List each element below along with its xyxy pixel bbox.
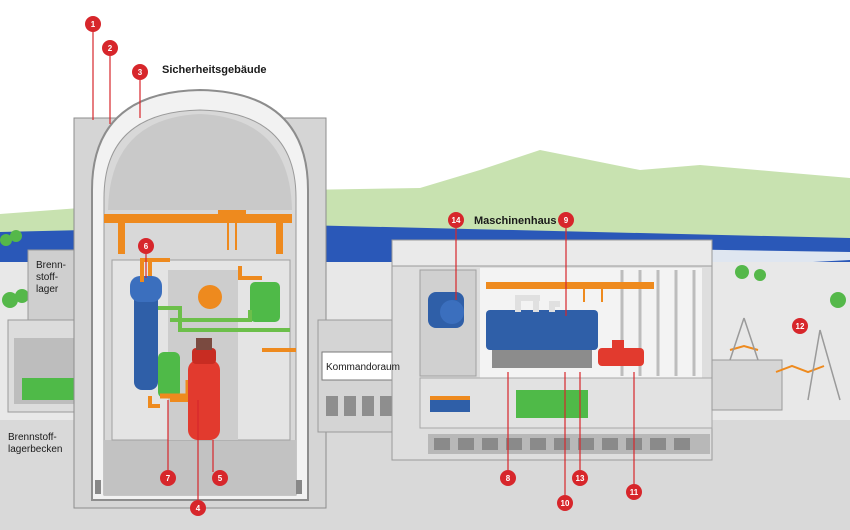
label-brennstofflagerbecken-line-1: Brennstoff-: [8, 432, 57, 443]
label-sicherheitsgebaeude: Sicherheitsgebäude: [162, 64, 267, 76]
turbine-steam-pipes: [515, 295, 560, 312]
containment-floor: [104, 440, 296, 495]
marker-3: 3: [132, 64, 148, 80]
marker-5: 5: [212, 470, 228, 486]
steam-generator: [134, 282, 158, 390]
marker-8: 8: [500, 470, 516, 486]
orange-tank: [198, 285, 222, 309]
turbine-hall-crane: [486, 282, 654, 289]
crane-hook: [227, 223, 237, 250]
svg-text:7: 7: [166, 474, 171, 483]
svg-text:3: 3: [138, 68, 143, 77]
marker-6: 6: [138, 238, 154, 254]
pump-left-top: [430, 396, 470, 400]
svg-text:12: 12: [796, 322, 805, 331]
svg-text:10: 10: [561, 499, 570, 508]
svg-text:1: 1: [91, 20, 96, 29]
svg-text:2: 2: [108, 44, 113, 53]
label-brennstofflager-line-2: stoff-: [36, 272, 58, 283]
marker-2: 2: [102, 40, 118, 56]
fuel-pool-water: [22, 378, 78, 400]
svg-text:8: 8: [506, 474, 511, 483]
label-kommandoraum: Kommandoraum: [326, 362, 400, 373]
polar-crane-right-leg: [276, 222, 283, 254]
reactor-head: [192, 348, 216, 364]
turbine-casing: [492, 350, 592, 368]
orange-pipe-loop: [140, 258, 296, 408]
svg-text:9: 9: [564, 216, 569, 225]
svg-text:5: 5: [218, 474, 223, 483]
pump-left: [430, 398, 470, 412]
svg-text:13: 13: [576, 474, 585, 483]
marker-9: 9: [558, 212, 574, 228]
marker-12: 12: [792, 318, 808, 334]
feedwater-tank-end: [440, 300, 464, 324]
marker-11: 11: [626, 484, 642, 500]
trees-right: [735, 265, 846, 308]
marker-4: 4: [190, 500, 206, 516]
svg-text:14: 14: [452, 216, 461, 225]
trees-left: [0, 230, 29, 308]
svg-text:4: 4: [196, 504, 201, 513]
marker-10: 10: [557, 495, 573, 511]
control-rod-drives: [196, 338, 212, 350]
turbine-crane-hooks: [583, 289, 603, 302]
label-brennstofflager-line-3: lager: [36, 284, 59, 295]
green-pipe-loop: [158, 306, 290, 332]
condenser: [516, 390, 588, 418]
label-brennstofflager-line-1: Brenn-: [36, 260, 66, 271]
foundation-openings: [434, 438, 690, 450]
marker-14: 14: [448, 212, 464, 228]
polar-crane-left-leg: [118, 222, 125, 254]
steam-generator-top: [130, 276, 162, 302]
dome-shading: [108, 114, 292, 210]
switchyard: [729, 344, 825, 374]
main-coolant-pump: [158, 352, 180, 398]
pylon: [729, 317, 841, 401]
marker-7: 7: [160, 470, 176, 486]
reactor-pressure-vessel: [188, 360, 220, 440]
generator: [598, 348, 644, 366]
turbine-hall-roof: [391, 239, 713, 267]
label-brennstofflagerbecken: Brennstoff- lagerbecken: [8, 432, 62, 455]
transformer-building: [711, 359, 783, 411]
marker-1: 1: [85, 16, 101, 32]
leader-lines: [92, 32, 635, 500]
right-green-equipment: [250, 282, 280, 322]
label-maschinenhaus: Maschinenhaus: [474, 215, 557, 227]
turbine-block: [486, 310, 598, 350]
crane-trolley: [218, 210, 246, 216]
containment-door-right: [296, 480, 302, 494]
label-brennstofflager: Brenn- stoff- lager: [36, 260, 69, 295]
exciter: [612, 340, 624, 350]
label-brennstofflagerbecken-line-2: lagerbecken: [8, 444, 62, 455]
polar-crane-beam: [104, 214, 292, 223]
marker-13: 13: [572, 470, 588, 486]
containment-door-left: [95, 480, 101, 494]
svg-text:6: 6: [144, 242, 149, 251]
svg-text:11: 11: [630, 488, 639, 497]
